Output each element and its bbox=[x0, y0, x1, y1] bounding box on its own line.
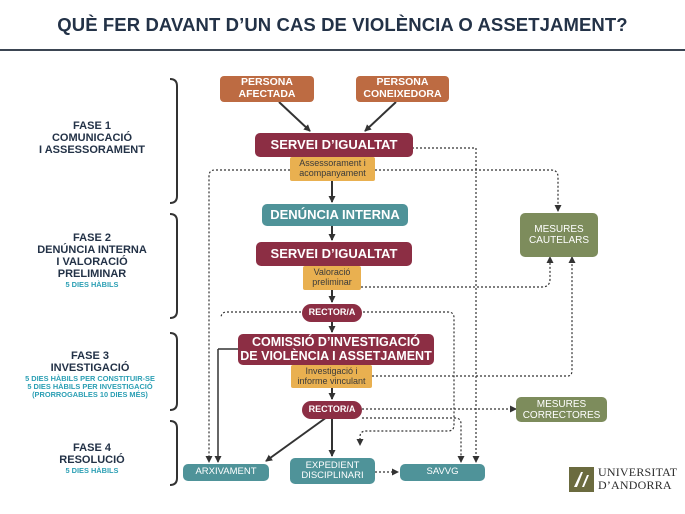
phase-3-days: 5 DIES HÀBILS PER CONSTITUIR-SE 5 DIES H… bbox=[25, 374, 155, 400]
phase-4: FASE 4 RESOLUCIÓ 5 DIES HÀBILS bbox=[22, 442, 162, 475]
servei-igualtat-box-2: SERVEI D’IGUALTAT bbox=[256, 242, 412, 266]
dotted-valoracio-cautelars bbox=[361, 256, 554, 288]
phase-3-name: FASE 3 INVESTIGACIÓ bbox=[50, 350, 130, 375]
denuncia-interna-box: DENÚNCIA INTERNA bbox=[262, 204, 408, 226]
title-divider bbox=[0, 49, 685, 51]
arxivament-box: ARXIVAMENT bbox=[183, 464, 269, 481]
phase-1: FASE 1 COMUNICACIÓ I ASSESSORAMENT bbox=[22, 120, 162, 156]
arrow-coneixedora-servei bbox=[364, 101, 397, 132]
arrow-afectada-servei bbox=[278, 101, 311, 132]
phase-2-bracket bbox=[169, 213, 178, 319]
rector-box-1: RECTOR/A bbox=[302, 304, 362, 322]
page-title: QUÈ FER DAVANT D’UN CAS DE VIOLÈNCIA O A… bbox=[57, 14, 628, 35]
phase-1-name: FASE 1 COMUNICACIÓ I ASSESSORAMENT bbox=[39, 120, 145, 157]
dotted-assessorament-arxivament bbox=[205, 169, 290, 463]
phase-4-days: 5 DIES HÀBILS bbox=[65, 466, 119, 476]
servei-igualtat-box-1: SERVEI D’IGUALTAT bbox=[255, 133, 413, 157]
persona-afectada-box: PERSONA AFECTADA bbox=[220, 76, 314, 102]
investigacio-box: Investigació i informe vinculant bbox=[291, 365, 372, 388]
dotted-investigacio-cautelars bbox=[372, 256, 576, 377]
phase-2-name: FASE 2 DENÚNCIA INTERNA I VALORACIÓ PREL… bbox=[37, 232, 147, 281]
arrow-rector-arxivament bbox=[265, 416, 328, 462]
savvg-box: SAVVG bbox=[400, 464, 485, 481]
university-logo-text: UNIVERSITAT D’ANDORRA bbox=[598, 466, 677, 491]
rector-box-2: RECTOR/A bbox=[302, 401, 362, 419]
logo-line-1: UNIVERSITAT bbox=[598, 465, 678, 479]
dotted-rector-savvg-2 bbox=[362, 417, 465, 463]
phase-3: FASE 3 INVESTIGACIÓ 5 DIES HÀBILS PER CO… bbox=[5, 350, 175, 400]
dotted-rector-arxivament bbox=[220, 311, 301, 319]
mesures-cautelars-box: MESURES CAUTELARS bbox=[520, 213, 598, 257]
phase-4-name: FASE 4 RESOLUCIÓ bbox=[59, 442, 125, 467]
phase-2-days: 5 DIES HÀBILS bbox=[65, 280, 119, 290]
dotted-rector-savvg bbox=[356, 311, 455, 446]
mesures-correctores-box: MESURES CORRECTORES bbox=[516, 397, 607, 422]
dotted-servei-savvg bbox=[412, 147, 480, 463]
phase-1-bracket bbox=[169, 78, 178, 204]
assessorament-box: Assessorament i acompanyament bbox=[290, 157, 375, 181]
dotted-assessorament-cautelars bbox=[375, 169, 562, 212]
phase-2: FASE 2 DENÚNCIA INTERNA I VALORACIÓ PREL… bbox=[12, 232, 172, 290]
expedient-box: EXPEDIENT DISCIPLINARI bbox=[290, 458, 375, 484]
logo-line-2: D’ANDORRA bbox=[598, 477, 672, 492]
university-logo-icon bbox=[569, 467, 594, 492]
phase-3-bracket bbox=[169, 332, 178, 411]
comissio-box: COMISSIÓ D’INVESTIGACIÓ DE VIOLÈNCIA I A… bbox=[238, 334, 434, 365]
valoracio-box: Valoració preliminar bbox=[303, 266, 361, 290]
phase-4-bracket bbox=[169, 420, 178, 486]
persona-coneixedora-box: PERSONA CONEIXEDORA bbox=[356, 76, 449, 102]
